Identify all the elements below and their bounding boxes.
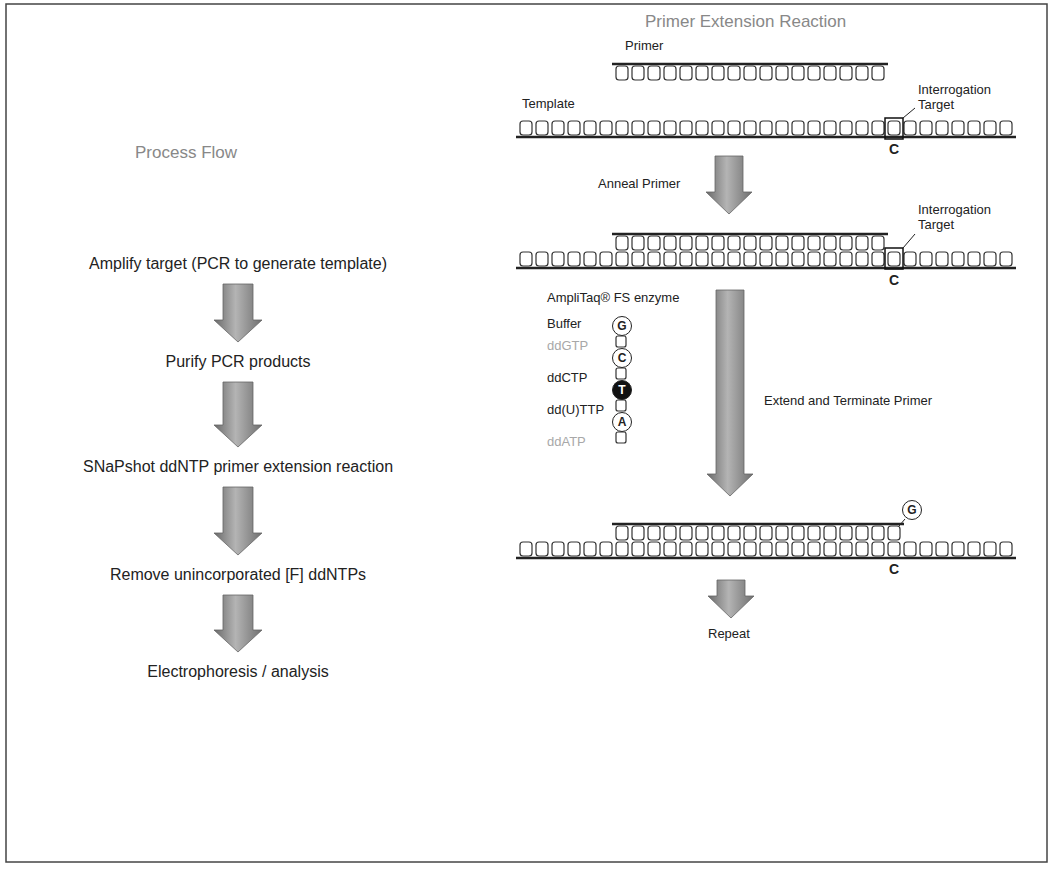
interrogation-box [885,118,903,139]
nucleotide-stem [616,336,626,347]
dna-strand [516,121,1016,137]
nucleotide-circle: C [612,348,632,368]
figure-label: ddGTP [547,338,588,353]
figure-label: AmpliTaq® FS enzyme [547,290,679,305]
base-letter: A [618,416,627,428]
leader-line [903,108,915,118]
leader-line [903,234,915,248]
flow-arrow [214,487,262,555]
figure-label: Extend and Terminate Primer [764,393,932,408]
process-step: Remove unincorporated [F] ddNTPs [106,563,370,587]
flow-arrow [214,595,262,652]
nucleotide-circle: G [612,316,632,336]
base-letter: G [617,320,626,332]
figure-label: Buffer [547,316,581,331]
step-text: Remove unincorporated [F] ddNTPs [110,566,366,583]
nucleotide-circle: A [612,412,632,432]
process-step: Electrophoresis / analysis [143,660,332,684]
step-text: SNaPshot ddNTP primer extension reaction [83,458,393,475]
step-arrow [706,156,752,214]
flow-arrow [214,284,262,342]
dna-strand [612,234,888,250]
flow-arrow [214,382,262,447]
frame [6,4,1047,862]
dna-strand [612,524,904,540]
figure-label: Repeat [708,626,750,641]
figure-label: C [889,562,899,577]
figure-label: Primer [625,38,663,53]
base-letter: G [907,504,916,516]
dna-strand [612,64,888,80]
nucleotide-stem [616,368,626,379]
figure-label: Anneal Primer [598,176,680,191]
figure-label: dd(U)TTP [547,402,604,417]
section-heading: Process Flow [135,143,237,163]
process-step: Purify PCR products [162,350,315,374]
step-text: Purify PCR products [166,353,311,370]
process-step: SNaPshot ddNTP primer extension reaction [79,455,397,479]
step-text: Electrophoresis / analysis [147,663,328,680]
section-heading: Primer Extension Reaction [645,12,846,32]
figure-label: ddATP [547,434,586,449]
leader-line [899,519,905,526]
dna-strand [516,252,1016,268]
nucleotide-stem [616,400,626,411]
step-text: Amplify target (PCR to generate template… [89,255,387,272]
dna-strand [516,542,1016,558]
figure-label: ddCTP [547,370,587,385]
nucleotide-stem [616,432,626,443]
figure-label: C [889,142,899,157]
figure-label: C [889,273,899,288]
nucleotide-circle: G [902,500,922,520]
process-step: Amplify target (PCR to generate template… [85,252,391,276]
figure-label: Template [522,96,575,111]
figure-label: Interrogation Target [918,82,1018,112]
step-arrow [708,580,754,618]
step-arrow [707,290,753,496]
interrogation-box [885,248,903,269]
base-letter: T [618,384,625,396]
nucleotide-circle: T [612,380,632,400]
base-letter: C [618,352,627,364]
figure-label: Interrogation Target [918,202,1018,232]
